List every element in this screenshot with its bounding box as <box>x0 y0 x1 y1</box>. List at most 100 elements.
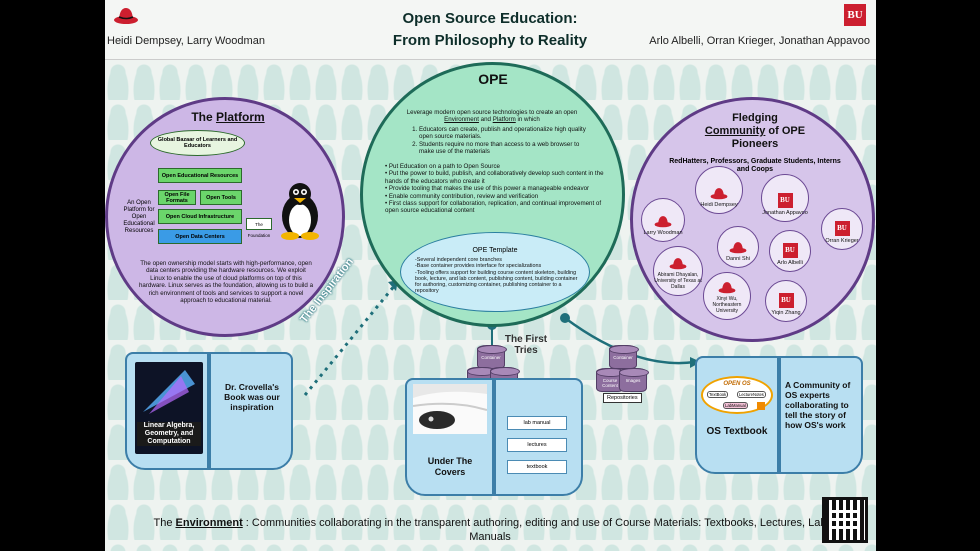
red-hat-logo-icon <box>718 282 736 294</box>
member-name: Xinyi Wu, Northeastern University <box>712 296 742 314</box>
member-card: BU Jonathan Appavoo <box>761 174 809 222</box>
list-item: • Enable community contribution, review … <box>385 192 539 200</box>
member-name: Abirami Dhayalan, University of Texas at… <box>654 272 702 290</box>
environment-footer: The Environment : Communities collaborat… <box>153 517 827 543</box>
list-item: -Tooling offers support for building cou… <box>415 269 578 295</box>
first-tries-label: The First Tries <box>504 334 548 356</box>
bu-logo: BU <box>782 243 798 258</box>
cat-under-covers-icon <box>413 391 487 434</box>
book-right-page <box>209 352 293 470</box>
member-name: Jonathan Appavoo <box>762 210 808 216</box>
bu-logo: BU <box>777 193 793 208</box>
container-db-icon: Container <box>609 345 639 369</box>
tag-textbook: textbook <box>507 460 567 474</box>
book-left-page <box>695 356 779 474</box>
layer-tools: Open Tools <box>200 190 242 205</box>
global-bazaar: Global Bazaar of Learners and Educators <box>150 130 245 156</box>
member-card: Xinyi Wu, Northeastern University <box>703 272 751 320</box>
container-db-icon: Container <box>477 345 507 369</box>
book-cover-title: Linear Algebra, Geometry, and Computatio… <box>137 422 201 446</box>
member-card: BU Arlo Albelli <box>769 230 811 272</box>
member-card: Abirami Dhayalan, University of Texas at… <box>653 246 703 296</box>
cat-photo <box>413 384 487 434</box>
first-tries-book: Under The Covers lab manual lectures tex… <box>405 378 583 496</box>
first-tries-book-title: Under The Covers <box>427 456 473 477</box>
member-name: Arlo Albelli <box>777 260 803 266</box>
member-card: BU Orran Krieger <box>821 208 863 250</box>
community-title: Fledging Community of OPE Pioneers <box>704 112 806 150</box>
layer-cloud: Open Cloud Infrastructure <box>158 209 242 224</box>
list-item: Students require no more than access to … <box>419 141 589 156</box>
list-item: • Provide tooling that makes the use of … <box>385 185 590 193</box>
ope-template: OPE Template -Several independent core b… <box>400 232 590 312</box>
list-item: • Put the power to build, publish, and c… <box>385 170 604 185</box>
ope-intro-platform: Platform <box>492 116 516 124</box>
footer-environment: Environment <box>175 517 243 529</box>
platform-side-label: An Open Platform for Open Educational Re… <box>123 200 155 234</box>
member-card: Danni Shi <box>717 226 759 268</box>
red-hat-logo-icon <box>729 242 747 254</box>
os-textbook-text: A Community of OS experts collaborating … <box>785 380 851 430</box>
book-cover: Linear Algebra, Geometry, and Computatio… <box>135 362 203 454</box>
member-name: Yiqin Zhang <box>771 310 801 316</box>
inspiration-book: Linear Algebra, Geometry, and Computatio… <box>125 352 293 470</box>
list-item: Educators can create, publish and operat… <box>419 126 589 141</box>
list-item: • Put Education on a path to Open Source <box>385 163 500 170</box>
member-name: Orran Krieger <box>825 238 859 244</box>
layer-formats: Open File Formats <box>158 190 196 205</box>
template-items: -Several independent core branches -Base… <box>415 257 579 295</box>
book-right-page <box>494 378 583 496</box>
list-item: • First class support for collaboration,… <box>385 200 602 215</box>
platform-body: The open ownership model starts with hig… <box>138 260 314 305</box>
member-card: Larry Woodman <box>641 198 685 242</box>
title-line-2: From Philosophy to Reality <box>392 32 588 49</box>
platform-title: The Platform <box>191 110 265 124</box>
list-item: -Several independent core branches <box>415 257 502 263</box>
ope-bullets: • Put Education on a path to Open Source… <box>377 163 615 215</box>
red-hat-logo-icon <box>710 188 728 200</box>
template-title: OPE Template <box>472 247 518 254</box>
authors-left: Heidi Dempsey, Larry Woodman <box>107 35 265 47</box>
platform-title-underlined: Platform <box>215 110 265 124</box>
ope-numbered-list: Educators can create, publish and operat… <box>409 126 589 156</box>
bu-logo: BU <box>844 4 866 26</box>
os-textbook-title: OS Textbook <box>706 426 768 437</box>
community-subtitle: RedHatters, Professors, Graduate Student… <box>669 158 841 173</box>
tag-lectures: lectures <box>507 438 567 452</box>
member-name: Larry Woodman <box>643 230 683 236</box>
ope-intro-environment: Environment <box>444 116 479 124</box>
ope-intro: Leverage modern open source technologies… <box>406 109 578 124</box>
poster: Open Source Education: From Philosophy t… <box>105 0 876 551</box>
layer-oer: Open Educational Resources <box>158 168 242 183</box>
poster-header: Open Source Education: From Philosophy t… <box>105 0 876 60</box>
poster-title: Open Source Education: From Philosophy t… <box>330 8 650 52</box>
badge-labmanual: LabManual <box>723 402 748 409</box>
member-card: BU Yiqin Zhang <box>765 280 807 322</box>
community-title-underlined: Community <box>704 125 766 137</box>
red-hat-logo-icon <box>669 258 687 270</box>
badge-lecturenotes: LectureNotes <box>737 391 766 398</box>
ope-title: OPE <box>478 71 508 87</box>
bu-logo: BU <box>834 221 850 236</box>
community-circle: Fledging Community of OPE Pioneers RedHa… <box>630 97 875 342</box>
bu-logo: BU <box>778 293 794 308</box>
qr-code-icon[interactable] <box>822 497 868 543</box>
open-os-badge: OPEN OS TextBook LectureNotes LabManual <box>701 376 773 414</box>
list-item: -Base container provides interface for s… <box>415 263 542 270</box>
repositories-label: Repositories <box>603 393 642 403</box>
title-line-1: Open Source Education: <box>402 10 578 27</box>
member-name: Heidi Dempsey <box>700 202 738 208</box>
member-card: Heidi Dempsey <box>695 166 743 214</box>
badge-textbook: TextBook <box>707 391 729 398</box>
red-hat-logo-icon <box>654 216 672 228</box>
inspiration-text: Dr. Crovella's Book was our inspiration <box>224 382 280 412</box>
member-name: Danni Shi <box>726 256 750 262</box>
tag-lab-manual: lab manual <box>507 416 567 430</box>
orange-square-icon <box>757 402 765 410</box>
images-db-icon: Images <box>619 368 649 392</box>
tux-penguin-icon <box>281 183 319 240</box>
open-os-badge-title: OPEN OS <box>723 381 751 387</box>
os-textbook-book: OPEN OS TextBook LectureNotes LabManual … <box>695 356 863 474</box>
foundation-label: The Foundation <box>246 218 272 238</box>
platform-circle: The Platform Global Bazaar of Learners a… <box>105 97 345 337</box>
